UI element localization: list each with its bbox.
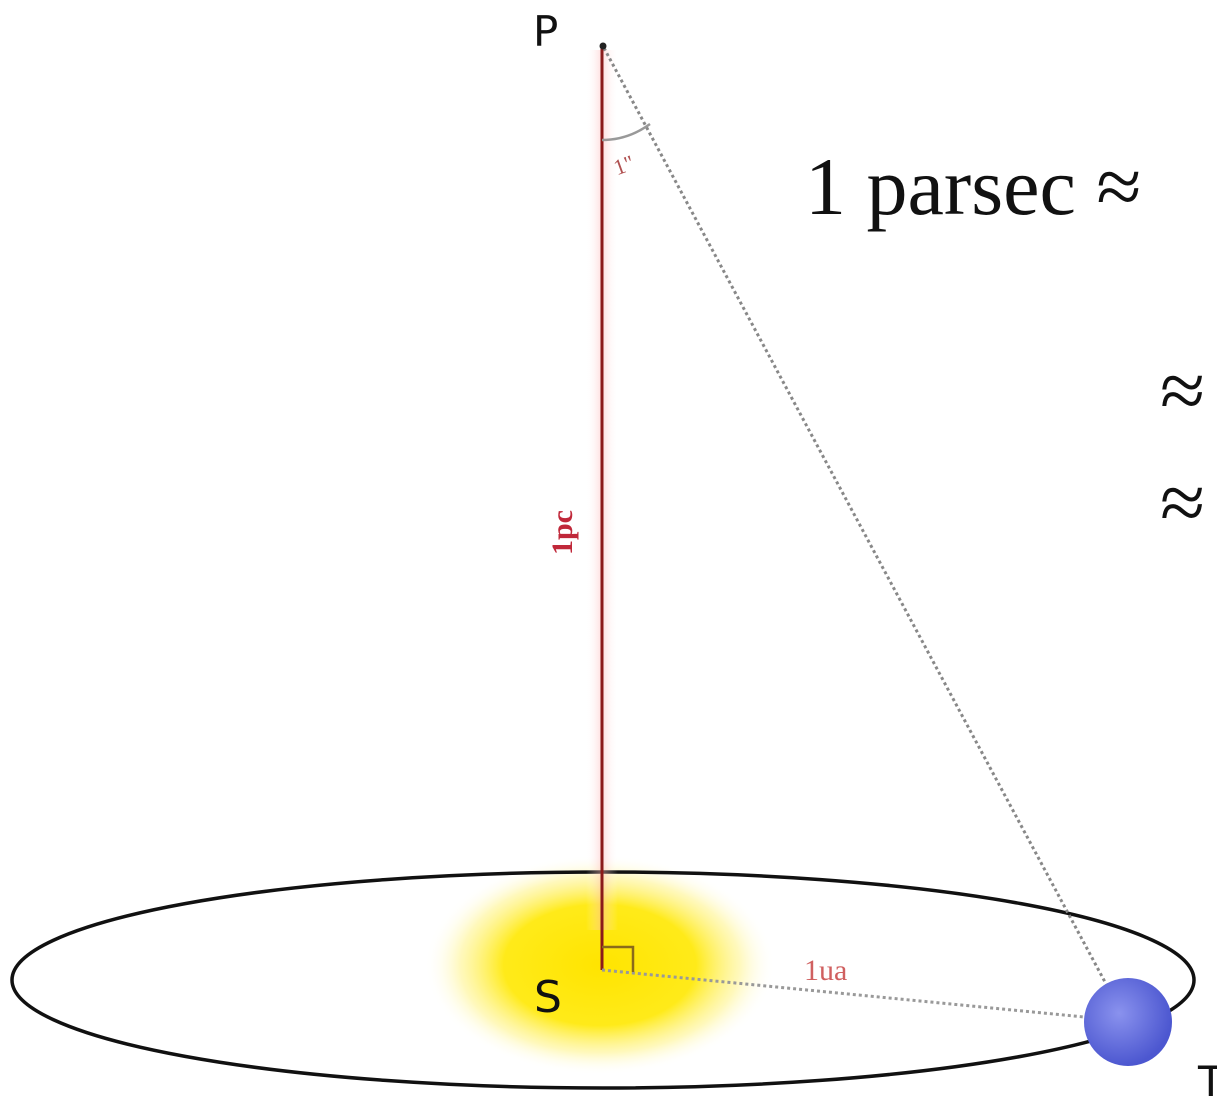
au-distance-line — [601, 968, 1116, 1022]
p-to-earth-line — [602, 47, 1122, 1011]
pc-distance-label: 1pc — [546, 510, 579, 555]
point-p-dot — [599, 42, 607, 50]
point-p-label: P — [533, 7, 558, 56]
equation-line-2: ≈ — [1160, 345, 1205, 436]
parallax-angle-arc — [601, 122, 651, 142]
right-angle-marker — [602, 945, 635, 972]
point-t-label: T — [1197, 1057, 1217, 1096]
earth — [1084, 978, 1172, 1066]
au-distance-label: 1ua — [804, 954, 847, 987]
equation-line-1: 1 parsec ≈ — [805, 141, 1141, 232]
equation-line-3: ≈ — [1160, 457, 1205, 548]
point-s-label: S — [534, 972, 562, 1023]
sun — [425, 855, 775, 1075]
